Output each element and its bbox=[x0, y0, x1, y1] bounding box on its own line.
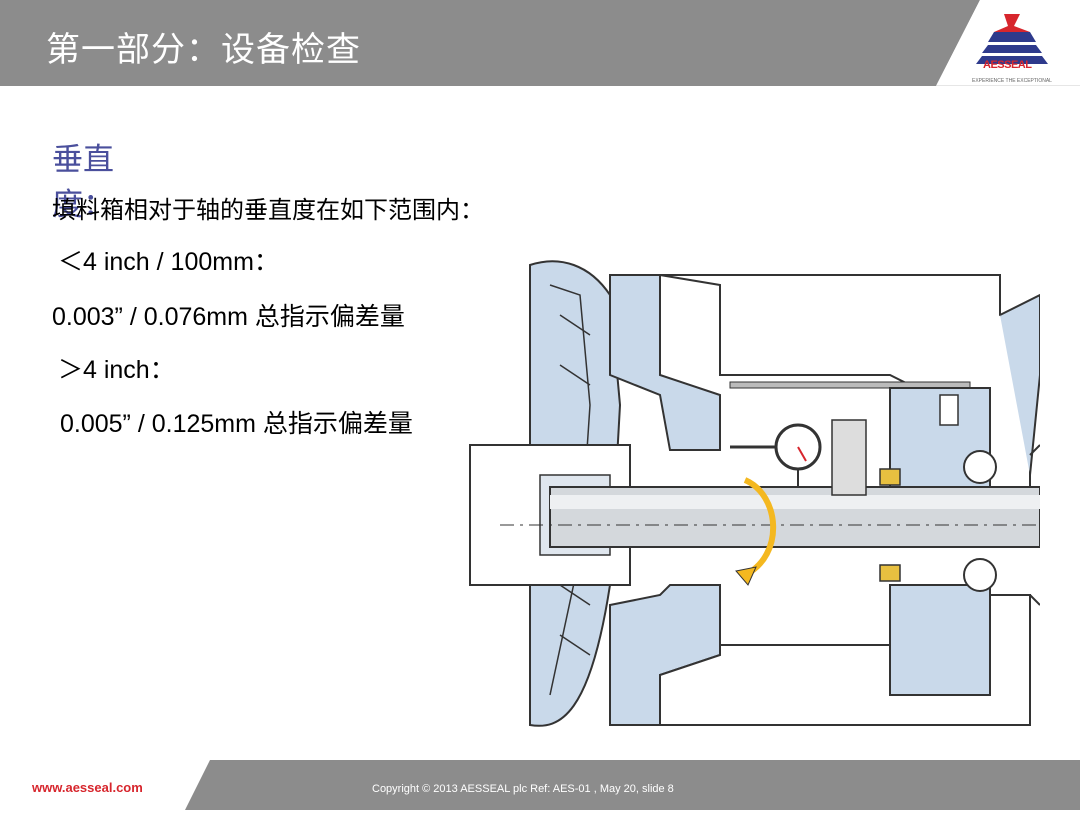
text-line-large-range: ＞4 inch： bbox=[58, 356, 175, 384]
text-line-small-tolerance: 0.003” / 0.076mm 总指示偏差量 bbox=[52, 303, 405, 331]
footer-copyright: Copyright © 2013 AESSEAL plc Ref: AES-01… bbox=[372, 783, 674, 795]
footer-website-link[interactable]: www.aesseal.com bbox=[32, 780, 143, 795]
footer-bar bbox=[185, 760, 1080, 810]
section-heading: 垂直度： bbox=[52, 142, 114, 223]
logo-brand-text: AESSEAL bbox=[983, 59, 1032, 71]
logo-tagline: EXPERIENCE THE EXCEPTIONAL bbox=[972, 78, 1052, 84]
text-line-perpendicularity: 填料箱相对于轴的垂直度在如下范围内： bbox=[52, 196, 484, 224]
slide-header: 第一部分：设备检查 AESSEAL EXPERIENCE THE EXCEPTI… bbox=[0, 0, 1080, 86]
aesseal-logo-icon bbox=[976, 14, 1048, 64]
pump-shaft-dial-indicator-illustration bbox=[440, 255, 1040, 735]
text-line-small-range: ＜4 inch / 100mm： bbox=[58, 248, 279, 276]
slide-title: 第一部分：设备检查 bbox=[46, 30, 361, 70]
text-line-large-tolerance: 0.005” / 0.125mm 总指示偏差量 bbox=[60, 410, 413, 438]
slide-footer bbox=[0, 760, 1080, 810]
header-bar bbox=[0, 0, 1080, 86]
